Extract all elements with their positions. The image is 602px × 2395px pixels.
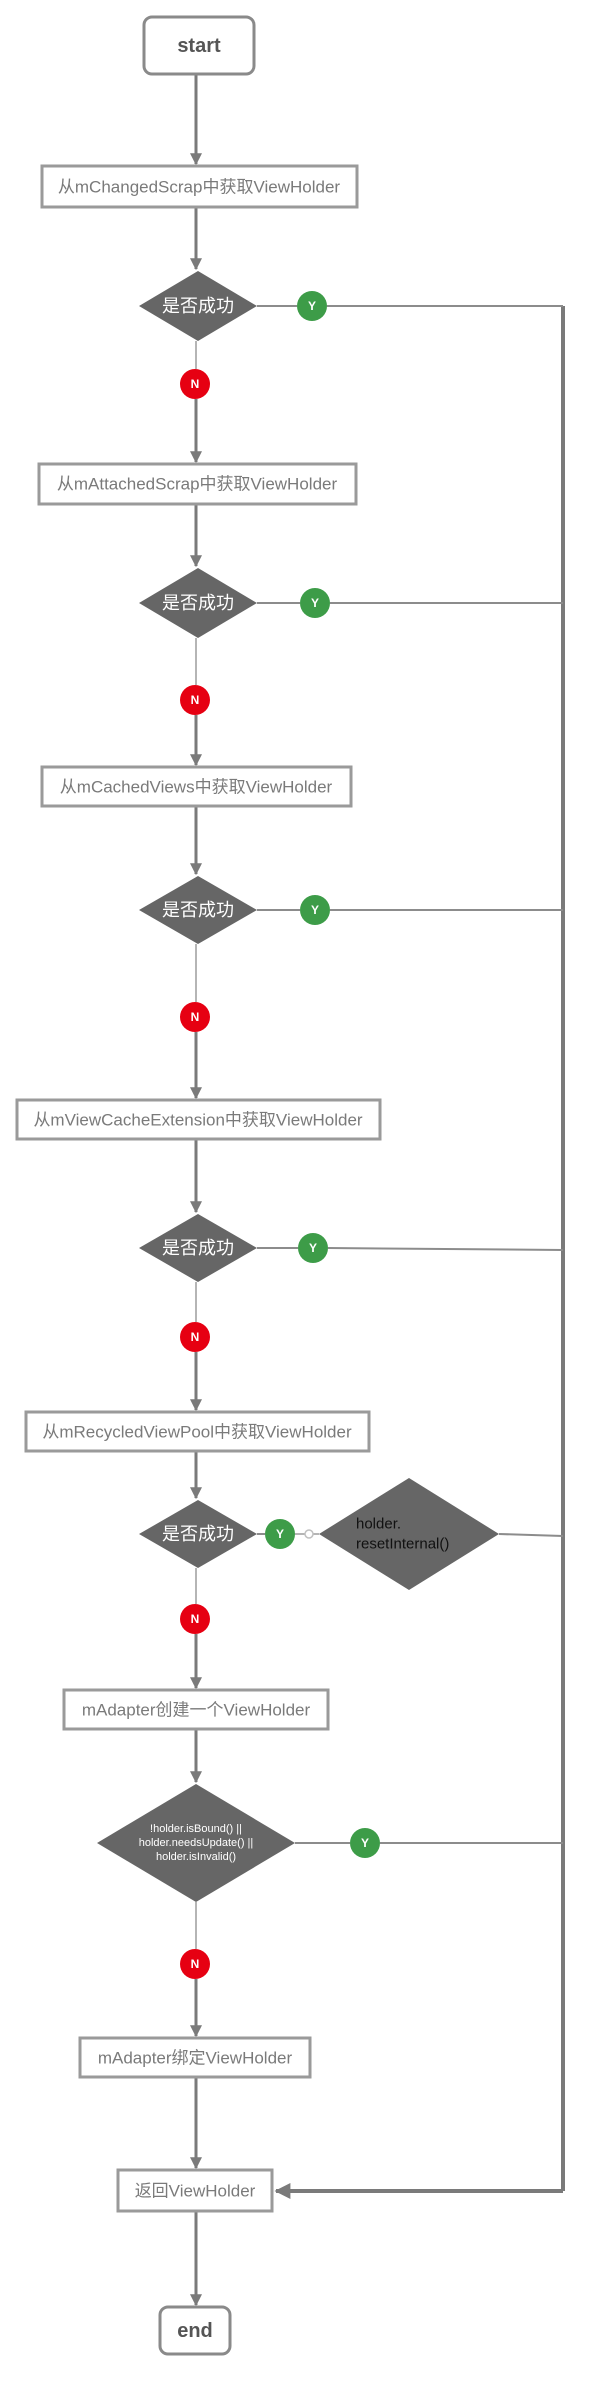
- yes-label: Y: [308, 299, 316, 313]
- bind-check-line3: holder.isInvalid(): [156, 1851, 236, 1863]
- no-dot: [180, 1949, 210, 1979]
- decision-label: 是否成功: [162, 900, 234, 920]
- step-box: [116, 2168, 274, 2213]
- no-label: N: [191, 377, 200, 391]
- bind-check-line1: !holder.isBound() ||: [150, 1823, 242, 1835]
- decision-success-5: 是否成功: [139, 1500, 257, 1568]
- start-node: start: [142, 15, 256, 76]
- step-label: 从mRecycledViewPool中获取ViewHolder: [42, 1423, 352, 1442]
- connector-dot: [304, 1529, 314, 1539]
- no-dot: [180, 1604, 210, 1634]
- step-box: [40, 164, 359, 209]
- decision-label: 是否成功: [162, 593, 234, 613]
- end-label: end: [177, 2320, 213, 2342]
- yes-badge-1: Y: [297, 291, 327, 321]
- step-label: mAdapter创建一个ViewHolder: [82, 1701, 311, 1720]
- step-cached-views: 从mCachedViews中获取ViewHolder: [40, 765, 353, 808]
- yes-badge-5: Y: [265, 1519, 295, 1549]
- step-label: 返回ViewHolder: [135, 2182, 256, 2201]
- no-badge-6: N: [180, 1949, 210, 1979]
- decision-diamond: [139, 876, 257, 944]
- no-label: N: [191, 1957, 200, 1971]
- no-dot: [180, 369, 210, 399]
- decision-success-3: 是否成功: [139, 876, 257, 944]
- yes-dot: [297, 291, 327, 321]
- no-label: N: [191, 1612, 200, 1626]
- no-dot: [180, 685, 210, 715]
- decision-success-2: 是否成功: [139, 568, 257, 638]
- no-label: N: [191, 1010, 200, 1024]
- action-reset-internal: holder. resetInternal(): [319, 1478, 499, 1590]
- step-box: [24, 1410, 371, 1453]
- line-reset-to-trunk: [498, 1533, 564, 1537]
- start-box: [142, 15, 256, 76]
- bind-check-line2: holder.needsUpdate() ||: [139, 1837, 254, 1849]
- yes-badge-2: Y: [300, 588, 330, 618]
- yes-badge-6: Y: [350, 1828, 380, 1858]
- step-box: [15, 1098, 382, 1141]
- yes-label: Y: [311, 596, 319, 610]
- no-dot: [180, 1322, 210, 1352]
- yes-dot: [300, 588, 330, 618]
- step-label: mAdapter绑定ViewHolder: [98, 2049, 293, 2068]
- decision-needs-bind: !holder.isBound() || holder.needsUpdate(…: [97, 1784, 295, 1902]
- step-changed-scrap: 从mChangedScrap中获取ViewHolder: [40, 164, 359, 209]
- step-bind-viewholder: mAdapter绑定ViewHolder: [78, 2036, 312, 2079]
- reset-label-line1: holder.: [356, 1516, 401, 1533]
- step-label: 从mCachedViews中获取ViewHolder: [60, 778, 333, 797]
- yes-dot: [350, 1828, 380, 1858]
- step-box: [40, 765, 353, 808]
- yes-dot: [300, 895, 330, 925]
- decision-diamond: [139, 271, 257, 341]
- yes-label: Y: [311, 903, 319, 917]
- decision-label: 是否成功: [162, 1524, 234, 1544]
- decision-diamond: [139, 568, 257, 638]
- yes-dot: [298, 1233, 328, 1263]
- no-label: N: [191, 693, 200, 707]
- no-badge-3: N: [180, 1002, 210, 1032]
- no-badge-1: N: [180, 369, 210, 399]
- no-dot: [180, 1002, 210, 1032]
- no-badge-2: N: [180, 685, 210, 715]
- step-label: 从mViewCacheExtension中获取ViewHolder: [33, 1111, 362, 1130]
- step-create-viewholder: mAdapter创建一个ViewHolder: [62, 1688, 330, 1731]
- yes-dot: [265, 1519, 295, 1549]
- no-badge-5: N: [180, 1604, 210, 1634]
- step-attached-scrap: 从mAttachedScrap中获取ViewHolder: [37, 462, 358, 506]
- step-recycled-view-pool: 从mRecycledViewPool中获取ViewHolder: [24, 1410, 371, 1453]
- step-label: 从mAttachedScrap中获取ViewHolder: [57, 475, 338, 494]
- step-box: [37, 462, 358, 506]
- end-box: [158, 2305, 232, 2356]
- decision-diamond: [139, 1500, 257, 1568]
- decision-success-4: 是否成功: [139, 1214, 257, 1282]
- yes-badge-4: Y: [298, 1233, 328, 1263]
- reset-diamond: [319, 1478, 499, 1590]
- reset-label-line2: resetInternal(): [356, 1536, 449, 1553]
- start-label: start: [177, 35, 221, 57]
- yes-label: Y: [309, 1241, 317, 1255]
- decision-label: 是否成功: [162, 296, 234, 316]
- end-node: end: [158, 2305, 232, 2356]
- yes-label: Y: [361, 1836, 369, 1850]
- yes-badge-3: Y: [300, 895, 330, 925]
- yes-label: Y: [276, 1527, 284, 1541]
- line-yes4-to-trunk: [327, 1247, 564, 1251]
- decision-diamond: [97, 1784, 295, 1902]
- step-return-viewholder: 返回ViewHolder: [116, 2168, 274, 2213]
- step-view-cache-extension: 从mViewCacheExtension中获取ViewHolder: [15, 1098, 382, 1141]
- no-badge-4: N: [180, 1322, 210, 1352]
- step-box: [78, 2036, 312, 2079]
- decision-diamond: [139, 1214, 257, 1282]
- step-box: [62, 1688, 330, 1731]
- decision-success-1: 是否成功: [139, 271, 257, 341]
- decision-label: 是否成功: [162, 1238, 234, 1258]
- step-label: 从mChangedScrap中获取ViewHolder: [58, 178, 341, 197]
- no-label: N: [191, 1330, 200, 1344]
